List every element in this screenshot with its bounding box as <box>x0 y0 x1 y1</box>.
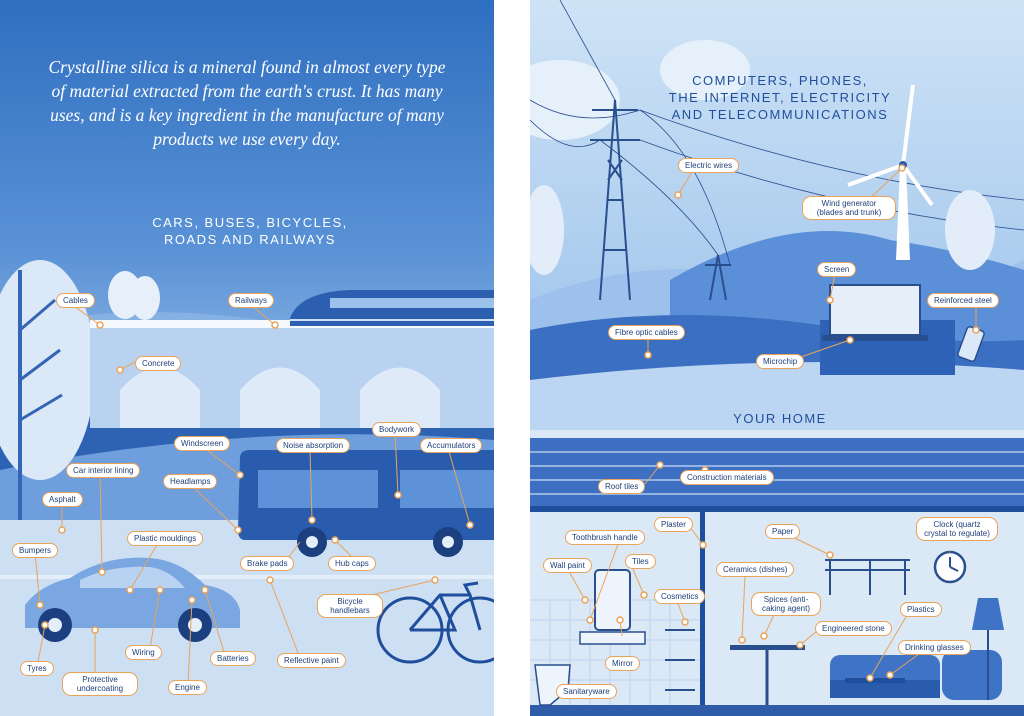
label-tiles: Tiles <box>625 554 656 569</box>
label-fibre-optic-cables: Fibre optic cables <box>608 325 685 340</box>
label-construction-materials: Construction materials <box>680 470 774 485</box>
label-screen: Screen <box>817 262 857 277</box>
label-electric-wires: Electric wires <box>678 158 740 173</box>
label-cosmetics: Cosmetics <box>654 589 706 604</box>
armchair-icon <box>942 650 1002 700</box>
transport-heading-line-1: CARS, BUSES, BICYCLES, <box>152 215 348 230</box>
label-paper: Paper <box>765 524 801 539</box>
label-plaster: Plaster <box>654 517 693 532</box>
laptop-icon <box>822 284 928 341</box>
label-clock: Clock (quartz crystal to regulate) <box>916 517 998 541</box>
label-ceramics: Ceramics (dishes) <box>716 562 795 577</box>
label-concrete: Concrete <box>135 356 182 371</box>
label-drinking-glasses: Drinking glasses <box>898 640 971 655</box>
label-railways: Railways <box>228 293 275 308</box>
intro-text: Crystalline silica is a mineral found in… <box>48 57 446 149</box>
label-sanitaryware: Sanitaryware <box>556 684 617 699</box>
label-microchip: Microchip <box>756 354 805 369</box>
label-cables: Cables <box>56 293 95 308</box>
label-plastic-mouldings: Plastic mouldings <box>127 531 204 546</box>
clock-icon <box>933 550 967 584</box>
transport-heading-line-2: ROADS AND RAILWAYS <box>164 232 336 247</box>
leader-dots-right <box>558 164 980 696</box>
label-accumulators: Accumulators <box>420 438 483 453</box>
transport-heading: CARS, BUSES, BICYCLES, ROADS AND RAILWAY… <box>120 214 380 248</box>
mirror-icon <box>594 569 631 631</box>
label-headlamps: Headlamps <box>163 474 218 489</box>
tech-heading: COMPUTERS, PHONES, THE INTERNET, ELECTRI… <box>650 72 910 123</box>
tree-icon <box>0 260 95 520</box>
label-reflective-paint: Reflective paint <box>277 653 346 668</box>
label-reinforced-steel: Reinforced steel <box>927 293 999 308</box>
label-bodywork: Bodywork <box>372 422 422 437</box>
label-windscreen: Windscreen <box>174 436 231 451</box>
label-spices: Spices (anti-caking agent) <box>751 592 821 616</box>
label-tyres: Tyres <box>20 661 54 676</box>
table-icon <box>730 645 805 650</box>
label-toothbrush-handle: Toothbrush handle <box>565 530 645 545</box>
label-asphalt: Asphalt <box>42 492 83 507</box>
roof <box>530 438 1024 508</box>
label-noise-absorption: Noise absorption <box>276 438 351 453</box>
label-plastics: Plastics <box>900 602 942 617</box>
tech-heading-line-2: THE INTERNET, ELECTRICITY <box>668 90 892 105</box>
label-bumpers: Bumpers <box>12 543 59 558</box>
label-roof-tiles: Roof tiles <box>598 479 646 494</box>
label-wind-generator: Wind generator (blades and trunk) <box>802 196 896 220</box>
label-car-interior-lining: Car interior lining <box>66 463 141 478</box>
tech-heading-line-3: AND TELECOMMUNICATIONS <box>671 107 889 122</box>
tech-heading-line-1: COMPUTERS, PHONES, <box>692 73 868 88</box>
sofa-icon <box>830 655 940 698</box>
home-heading: YOUR HOME <box>733 411 827 426</box>
train-icon <box>290 290 494 326</box>
wind-turbine-icon <box>847 84 934 260</box>
bus-icon <box>238 450 494 557</box>
viaduct <box>90 328 494 428</box>
leader-dots <box>36 321 474 634</box>
label-protective-undercoating: Protective undercoating <box>62 672 138 696</box>
label-engine: Engine <box>168 680 207 695</box>
sink-icon <box>579 631 646 645</box>
label-wiring: Wiring <box>125 645 162 660</box>
label-hub-caps: Hub caps <box>328 556 376 571</box>
label-mirror: Mirror <box>605 656 640 671</box>
label-bicycle-handlebars: Bicycle handlebars <box>317 594 383 618</box>
lamp-icon <box>972 598 1004 630</box>
car-icon <box>25 557 240 642</box>
transport-panel: Crystalline silica is a mineral found in… <box>0 0 494 716</box>
bicycle-icon <box>376 581 494 664</box>
label-batteries: Batteries <box>210 651 256 666</box>
tech-home-panel: COMPUTERS, PHONES, THE INTERNET, ELECTRI… <box>530 0 1024 716</box>
label-wall-paint: Wall paint <box>543 558 592 573</box>
label-brake-pads: Brake pads <box>240 556 295 571</box>
label-engineered-stone: Engineered stone <box>815 621 892 636</box>
